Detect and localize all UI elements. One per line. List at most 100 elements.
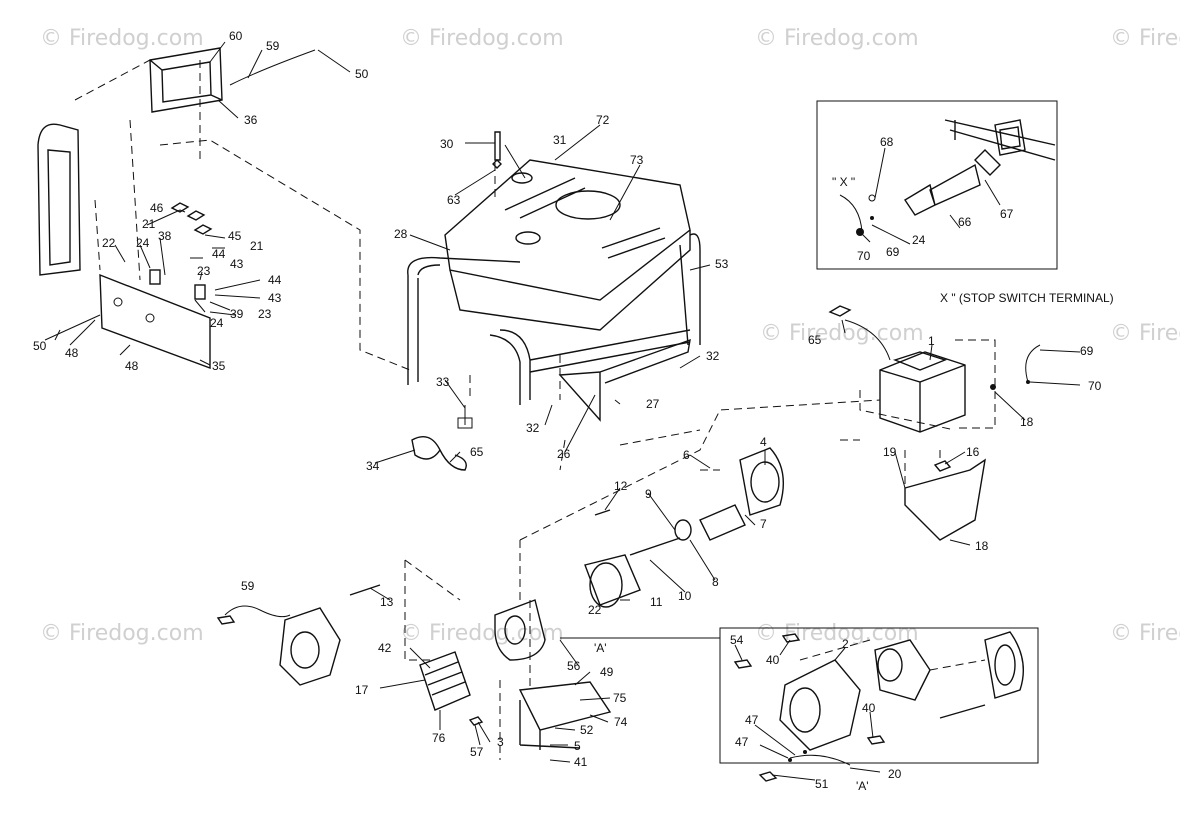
inset-x-marker: " X "	[832, 175, 855, 189]
callout-label: 51	[815, 777, 829, 791]
control-panel-assembly	[37, 47, 411, 371]
callout-label: 54	[730, 633, 744, 647]
callout-label: 24	[210, 316, 224, 330]
callout-label: 50	[33, 339, 47, 353]
inset-stop-switch-detail	[816, 100, 1058, 270]
callout-label: 42	[378, 641, 392, 655]
callout-label: 65	[470, 445, 484, 459]
callout-label: 46	[150, 201, 164, 215]
watermark: © Firedog.com	[1110, 26, 1180, 51]
callout-label: 59	[241, 579, 255, 593]
callout-label: 69	[886, 245, 900, 259]
callout-label: 39	[230, 307, 244, 321]
generator-rotor-stator	[349, 399, 881, 661]
callout-label: 11	[650, 595, 663, 609]
callout-labels: 60 59 50 36 22 24 38 46 21 45 21 44 43 2…	[33, 29, 1102, 791]
callout-label: 30	[440, 137, 454, 151]
callout-label: 3	[497, 735, 504, 749]
callout-label: 18	[975, 539, 989, 553]
callout-label: 10	[678, 589, 692, 603]
marker-a-bottom: 'A'	[856, 779, 869, 793]
callout-label: 60	[229, 29, 243, 43]
watermark: © Firedog.com	[400, 26, 564, 51]
callout-label: 57	[470, 745, 484, 759]
callout-label: 53	[715, 257, 729, 271]
callout-label: 40	[766, 653, 780, 667]
watermark: © Firedog.com	[40, 621, 204, 646]
callout-label: 1	[928, 334, 935, 348]
callout-label: 50	[355, 67, 369, 81]
callout-label: 31	[553, 133, 567, 147]
callout-label: 47	[745, 713, 759, 727]
stop-switch-note: X " (STOP SWITCH TERMINAL)	[940, 291, 1114, 305]
fuel-tank-frame-assembly	[407, 131, 701, 471]
callout-label: 66	[958, 215, 972, 229]
callout-label: 63	[447, 193, 461, 207]
callout-label: 4	[760, 435, 767, 449]
callout-label: 65	[808, 333, 822, 347]
callout-label: 16	[966, 445, 980, 459]
callout-label: 48	[65, 346, 79, 360]
marker-a-top: 'A'	[594, 641, 607, 655]
diagram-notes: X " (STOP SWITCH TERMINAL) " X " 'A' 'A'	[594, 175, 1114, 793]
callout-label: 56	[567, 659, 581, 673]
leader-lines	[54, 41, 1081, 781]
callout-label: 22	[102, 236, 116, 250]
callout-label: 26	[557, 447, 571, 461]
callout-label: 2	[842, 637, 849, 651]
callout-label: 74	[614, 715, 628, 729]
callout-label: 40	[862, 701, 876, 715]
callout-label: 32	[706, 349, 720, 363]
watermark: © Firedog.com	[755, 26, 919, 51]
watermark-group: © Firedog.com © Firedog.com © Firedog.co…	[40, 26, 1180, 646]
callout-label: 43	[230, 257, 244, 271]
callout-label: 20	[888, 767, 902, 781]
callout-label: 44	[212, 247, 226, 261]
callout-label: 6	[683, 448, 690, 462]
callout-label: 23	[197, 264, 211, 278]
callout-label: 24	[136, 236, 150, 250]
callout-label: 43	[268, 291, 282, 305]
watermark: © Firedog.com	[760, 321, 924, 346]
callout-label: 72	[596, 113, 610, 127]
callout-label: 18	[1020, 415, 1034, 429]
watermark: © Firedog.com	[1110, 621, 1180, 646]
callout-label: 47	[735, 735, 749, 749]
watermark: © Firedog.com	[755, 621, 919, 646]
callout-label: 9	[645, 487, 652, 501]
callout-label: 45	[228, 229, 242, 243]
callout-label: 41	[574, 755, 588, 769]
callout-label: 28	[394, 227, 408, 241]
callout-label: 44	[268, 273, 282, 287]
callout-label: 7	[760, 517, 767, 531]
callout-label: 12	[614, 479, 628, 493]
inset-alternate-assembly	[560, 627, 1039, 782]
callout-label: 48	[125, 359, 139, 373]
callout-label: 76	[432, 731, 446, 745]
callout-label: 70	[1088, 379, 1102, 393]
callout-label: 21	[142, 217, 156, 231]
callout-label: 38	[158, 229, 172, 243]
callout-label: 75	[613, 691, 627, 705]
callout-label: 69	[1080, 344, 1094, 358]
watermark: © Firedog.com	[400, 621, 564, 646]
callout-label: 59	[266, 39, 280, 53]
callout-label: 13	[380, 595, 394, 609]
callout-label: 19	[883, 445, 897, 459]
callout-label: 23	[258, 307, 272, 321]
callout-label: 22	[588, 603, 602, 617]
callout-label: 68	[880, 135, 894, 149]
callout-label: 35	[212, 359, 226, 373]
callout-label: 32	[526, 421, 540, 435]
callout-label: 17	[355, 683, 369, 697]
callout-label: 34	[366, 459, 380, 473]
end-bell-parts	[216, 560, 612, 760]
callout-label: 49	[600, 665, 614, 679]
callout-label: 5	[574, 739, 581, 753]
watermark: © Firedog.com	[40, 26, 204, 51]
callout-label: 8	[712, 575, 719, 589]
callout-label: 27	[646, 397, 660, 411]
callout-label: 36	[244, 113, 258, 127]
callout-label: 52	[580, 723, 594, 737]
